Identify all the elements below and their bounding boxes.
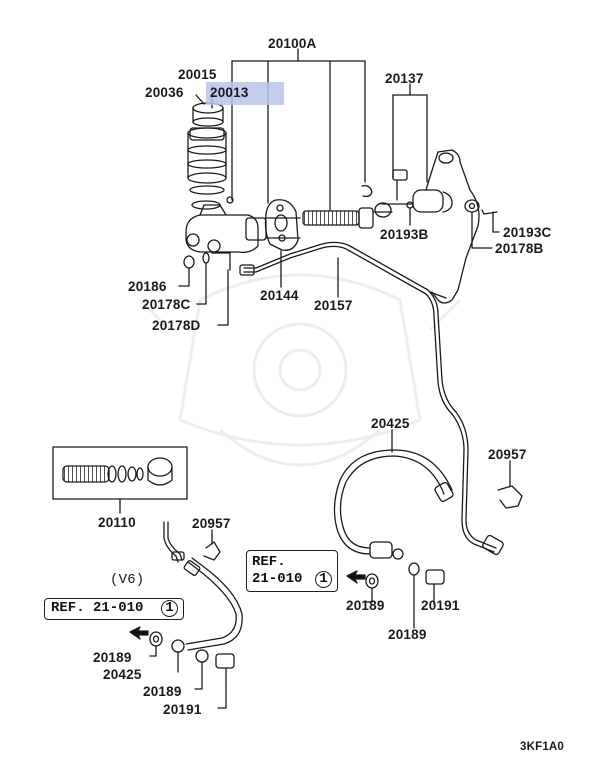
label-20193B[interactable]: 20193B [380,227,429,242]
label-20013[interactable]: 20013 [210,85,249,100]
label-20178D[interactable]: 20178D [152,318,201,333]
pin-20193C [481,209,500,233]
label-20015[interactable]: 20015 [178,67,217,82]
label-20178C[interactable]: 20178C [142,297,191,312]
label-20189-bl-1[interactable]: 20189 [93,650,132,665]
master-cylinder-body [185,204,301,254]
gasket-20144 [264,199,299,288]
label-20189-mid-2[interactable]: 20189 [388,627,427,642]
label-20137[interactable]: 20137 [385,71,424,86]
pipe-v6-upper [163,521,185,563]
repair-kit-20110 [52,446,188,514]
fasteners-mid [364,562,445,629]
label-20189-bl-2[interactable]: 20189 [143,684,182,699]
reservoir-assembly [187,102,234,210]
leader-20137 [392,83,428,183]
ref-box-21-010-v6[interactable]: REF. 21-010 1 [44,598,184,620]
clevis-assembly [381,169,453,213]
push-rod-assembly [302,184,393,229]
ref-box-code: 21-010 [252,571,303,587]
leader-20100A [231,48,366,211]
label-20191-bl[interactable]: 20191 [163,702,202,717]
ref-circle-number: 1 [315,571,332,588]
highlight-20013 [206,82,284,105]
label-20110[interactable]: 20110 [98,515,136,530]
hose-20425 [333,429,454,560]
label-20036[interactable]: 20036 [145,85,184,100]
hose-20425-v6 [171,557,243,673]
fasteners-v6 [149,631,235,709]
leader-20186-20178 [178,252,231,326]
label-20186[interactable]: 20186 [128,279,167,294]
ref-box-21-010-mid[interactable]: REF. 21-010 1 [246,550,338,592]
arrow-indicator-v6 [129,626,149,640]
label-20157[interactable]: 20157 [314,298,353,313]
label-20100A[interactable]: 20100A [268,36,317,51]
label-20144[interactable]: 20144 [260,288,299,303]
hydraulic-line-20157 [239,241,504,556]
diagram-code: 3KF1A0 [520,741,565,753]
leader-20036 [195,94,205,105]
ref-box-text: REF. 21-010 [51,600,144,616]
arrow-indicator-mid [346,570,366,584]
ref-circle-number: 1 [161,600,178,617]
watermark-emblem [138,273,462,467]
label-20425-bl[interactable]: 20425 [103,667,142,682]
label-20193C[interactable]: 20193C [503,225,552,240]
label-20178B[interactable]: 20178B [495,241,544,256]
clip-20957-right [497,460,523,509]
v6-label: (V6) [110,572,145,588]
label-20191-mid[interactable]: 20191 [421,598,460,613]
label-20957-right[interactable]: 20957 [488,447,527,462]
label-20425-top[interactable]: 20425 [371,416,410,431]
leader-20178B [471,212,493,249]
ref-box-label: REF. [252,554,286,570]
pedal-bracket [425,149,480,304]
label-20189-mid-1[interactable]: 20189 [346,598,385,613]
clip-20957-left [203,529,221,561]
label-20957-left[interactable]: 20957 [192,516,231,531]
